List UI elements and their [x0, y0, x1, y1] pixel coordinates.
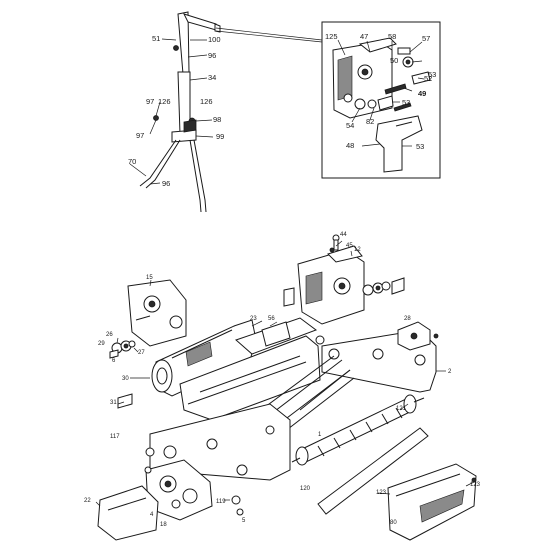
small-hardware [117, 234, 340, 516]
callout-labels: 51 100 96 34 97 126 126 98 97 99 70 96 1… [84, 32, 481, 528]
chassis [179, 317, 325, 421]
callout-125: 125 [325, 32, 338, 41]
callout-1: 1 [318, 432, 322, 438]
callout-119: 119 [216, 499, 226, 505]
callout-22: 22 [84, 498, 91, 504]
callout-126: 126 [200, 97, 213, 106]
callout-97: 97 [146, 97, 154, 106]
callout-56: 56 [268, 316, 275, 322]
callout-47: 47 [360, 32, 368, 41]
handle-assembly [139, 11, 221, 213]
callout-100: 100 [208, 35, 221, 44]
left-bearings [109, 340, 136, 359]
callout-97: 97 [136, 131, 144, 140]
callout-123: 123 [470, 482, 481, 488]
callout-4: 4 [150, 512, 154, 518]
callout-5: 5 [242, 518, 246, 524]
callout-70: 70 [128, 157, 136, 166]
callout-48: 48 [346, 141, 354, 150]
callout-34: 34 [208, 73, 216, 82]
callout-12: 12 [354, 247, 361, 253]
callout-58: 58 [388, 32, 396, 41]
callout-54: 54 [346, 121, 354, 130]
callout-53: 53 [402, 98, 410, 107]
callout-6: 6 [112, 358, 116, 364]
callout-50: 50 [390, 56, 398, 65]
inset-leaders [337, 39, 425, 147]
callout-53: 53 [416, 142, 424, 151]
callout-2: 2 [448, 369, 452, 375]
left-housing [127, 279, 187, 347]
callout-30: 30 [122, 376, 129, 382]
left-gear-assembly [144, 447, 213, 521]
callout-96: 96 [162, 179, 170, 188]
handle-leaders [129, 27, 323, 185]
callout-15: 15 [146, 275, 153, 281]
callout-99: 99 [216, 132, 224, 141]
right-bearings [362, 277, 405, 296]
callout-98: 98 [213, 115, 221, 124]
callout-121: 121 [396, 406, 407, 412]
callout-18: 18 [160, 522, 167, 528]
callout-44: 44 [340, 232, 347, 238]
callout-29: 29 [98, 341, 105, 347]
callout-52: 52 [424, 74, 432, 83]
callout-26: 26 [106, 332, 113, 338]
main-leaders [95, 240, 475, 507]
callout-126: 126 [158, 97, 171, 106]
callout-45: 45 [346, 243, 353, 249]
callout-49: 49 [418, 89, 426, 98]
bottom-blade [317, 427, 429, 515]
roller [291, 394, 425, 466]
callout-57: 57 [422, 34, 430, 43]
callout-31: 31 [110, 400, 117, 406]
callout-51: 51 [152, 34, 160, 43]
callout-117: 117 [110, 434, 120, 440]
right-side-plate [321, 321, 439, 393]
callout-82: 82 [366, 117, 374, 126]
callout-28: 28 [404, 316, 411, 322]
inset-detail [321, 21, 441, 179]
callout-23: 23 [250, 316, 257, 322]
right-housing [283, 245, 365, 325]
motor [151, 319, 257, 397]
callout-96: 96 [208, 51, 216, 60]
callout-53: 53 [428, 70, 436, 79]
callout-27: 27 [138, 350, 145, 356]
callout-120: 120 [300, 486, 311, 492]
grass-box [387, 463, 477, 541]
callout-123: 123 [376, 490, 387, 496]
left-cover [97, 485, 159, 541]
callout-80: 80 [390, 520, 397, 526]
